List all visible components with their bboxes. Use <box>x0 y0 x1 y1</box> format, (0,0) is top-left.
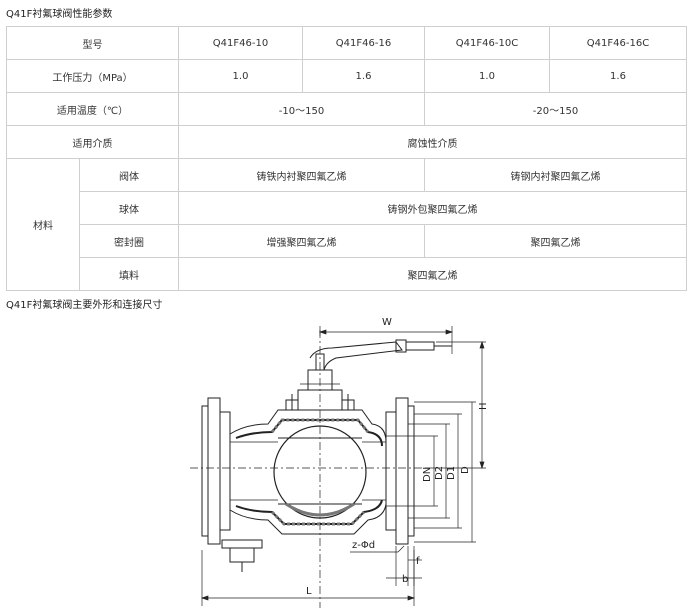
drawing-title: Q41F衬氟球阀主要外形和连接尺寸 <box>6 300 163 311</box>
material-label: 材料 <box>6 158 80 291</box>
row-label-packing: 填料 <box>79 257 179 291</box>
dim-h <box>426 340 486 470</box>
table-row-seal: 密封圈 增强聚四氟乙烯 聚四氟乙烯 <box>7 224 687 258</box>
valve-drawing: W H DN D2 D1 D z-Φd f b L <box>190 317 489 608</box>
medium-cell: 腐蚀性介质 <box>178 125 687 159</box>
label-l: L <box>306 586 312 597</box>
row-label-medium: 适用介质 <box>6 125 179 159</box>
model-cell: Q41F46-10 <box>178 26 303 60</box>
bottom-bolts <box>221 539 263 572</box>
ball <box>273 425 367 519</box>
parameter-table: 型号 Q41F46-10 Q41F46-16 Q41F46-10C Q41F46… <box>6 26 687 291</box>
temperature-cell: -10～150 <box>178 92 425 126</box>
label-dn: DN <box>422 467 433 482</box>
packing-cell: 聚四氟乙烯 <box>178 257 687 291</box>
table-row-body: 材料 阀体 铸铁内衬聚四氟乙烯 铸钢内衬聚四氟乙烯 <box>6 158 687 291</box>
label-b: b <box>402 574 408 585</box>
left-flange <box>201 397 231 545</box>
table-row-ball: 球体 铸钢外包聚四氟乙烯 <box>7 191 687 225</box>
label-d2: D2 <box>434 466 445 480</box>
pressure-cell: 1.0 <box>178 59 303 93</box>
table-row-temperature: 适用温度（℃） -10～150 -20～150 <box>6 92 687 126</box>
pressure-cell: 1.6 <box>549 59 687 93</box>
row-label-model: 型号 <box>6 26 179 60</box>
right-flange <box>385 397 415 545</box>
seal-cell: 聚四氟乙烯 <box>424 224 687 258</box>
pressure-cell: 1.6 <box>302 59 425 93</box>
handle <box>309 339 452 371</box>
row-label-pressure: 工作压力（MPa） <box>6 59 179 93</box>
table-row-model: 型号 Q41F46-10 Q41F46-16 Q41F46-10C Q41F46… <box>6 26 687 60</box>
label-h: H <box>478 402 489 410</box>
stem-bonnet <box>285 353 355 411</box>
seal-cell: 增强聚四氟乙烯 <box>178 224 425 258</box>
dim-w <box>318 326 454 354</box>
label-w: W <box>382 317 392 328</box>
centerlines <box>190 330 426 608</box>
bore <box>230 441 386 501</box>
row-label-ball: 球体 <box>79 191 179 225</box>
row-label-body: 阀体 <box>79 158 179 192</box>
label-d1: D1 <box>446 466 457 480</box>
table-row-medium: 适用介质 腐蚀性介质 <box>6 125 687 159</box>
table-title: Q41F衬氟球阀性能参数 <box>6 9 113 20</box>
dim-diameters <box>386 401 476 543</box>
model-cell: Q41F46-16C <box>549 26 687 60</box>
row-label-seal: 密封圈 <box>79 224 179 258</box>
pressure-cell: 1.0 <box>424 59 550 93</box>
temperature-cell: -20～150 <box>424 92 687 126</box>
bolt-leader <box>350 545 405 553</box>
dim-l <box>200 550 416 606</box>
table-row-pressure: 工作压力（MPa） 1.0 1.6 1.0 1.6 <box>6 59 687 93</box>
model-cell: Q41F46-16 <box>302 26 425 60</box>
body-cell: 铸铁内衬聚四氟乙烯 <box>178 158 425 192</box>
label-bolts: z-Φd <box>352 540 375 551</box>
model-cell: Q41F46-10C <box>424 26 550 60</box>
row-label-temperature: 适用温度（℃） <box>6 92 179 126</box>
valve-body <box>229 409 387 535</box>
ball-cell: 铸钢外包聚四氟乙烯 <box>178 191 687 225</box>
label-d: D <box>460 466 471 474</box>
label-f: f <box>416 556 420 567</box>
body-cell: 铸钢内衬聚四氟乙烯 <box>424 158 687 192</box>
table-row-packing: 填料 聚四氟乙烯 <box>7 257 687 291</box>
